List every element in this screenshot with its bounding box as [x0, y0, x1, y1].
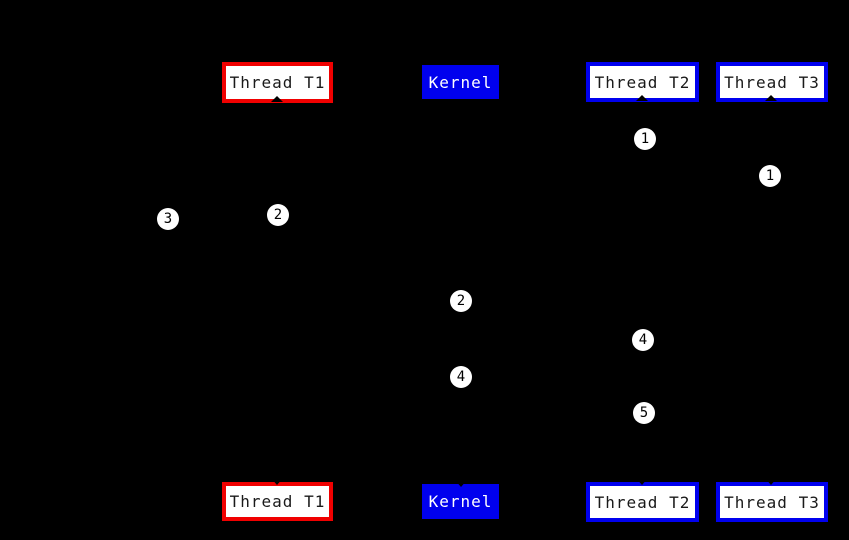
event-marker-2-kernel: 2	[450, 290, 472, 312]
arrowhead-notch-icon	[271, 478, 283, 485]
event-marker-3-left: 3	[157, 208, 179, 230]
arrowhead-notch-icon	[636, 95, 648, 101]
thread-t3-box-bottom: Thread T3	[716, 482, 828, 522]
kernel-box-bottom: Kernel	[422, 484, 499, 519]
thread-t2-box-bottom: Thread T2	[586, 482, 699, 522]
event-marker-4-kernel: 4	[450, 366, 472, 388]
event-marker-5-thread-t2: 5	[633, 402, 655, 424]
event-marker-1-thread-t2: 1	[634, 128, 656, 150]
arrowhead-notch-icon	[271, 96, 283, 102]
event-marker-2-thread-t1: 2	[267, 204, 289, 226]
kernel-box-top: Kernel	[422, 65, 499, 99]
arrowhead-notch-icon	[455, 480, 467, 487]
arrowhead-notch-icon	[636, 478, 648, 485]
thread-t1-box-bottom: Thread T1	[222, 482, 333, 521]
event-marker-4-thread-t2: 4	[632, 329, 654, 351]
event-marker-1-thread-t3: 1	[759, 165, 781, 187]
arrowhead-notch-icon	[765, 95, 777, 101]
arrowhead-notch-icon	[765, 478, 777, 485]
